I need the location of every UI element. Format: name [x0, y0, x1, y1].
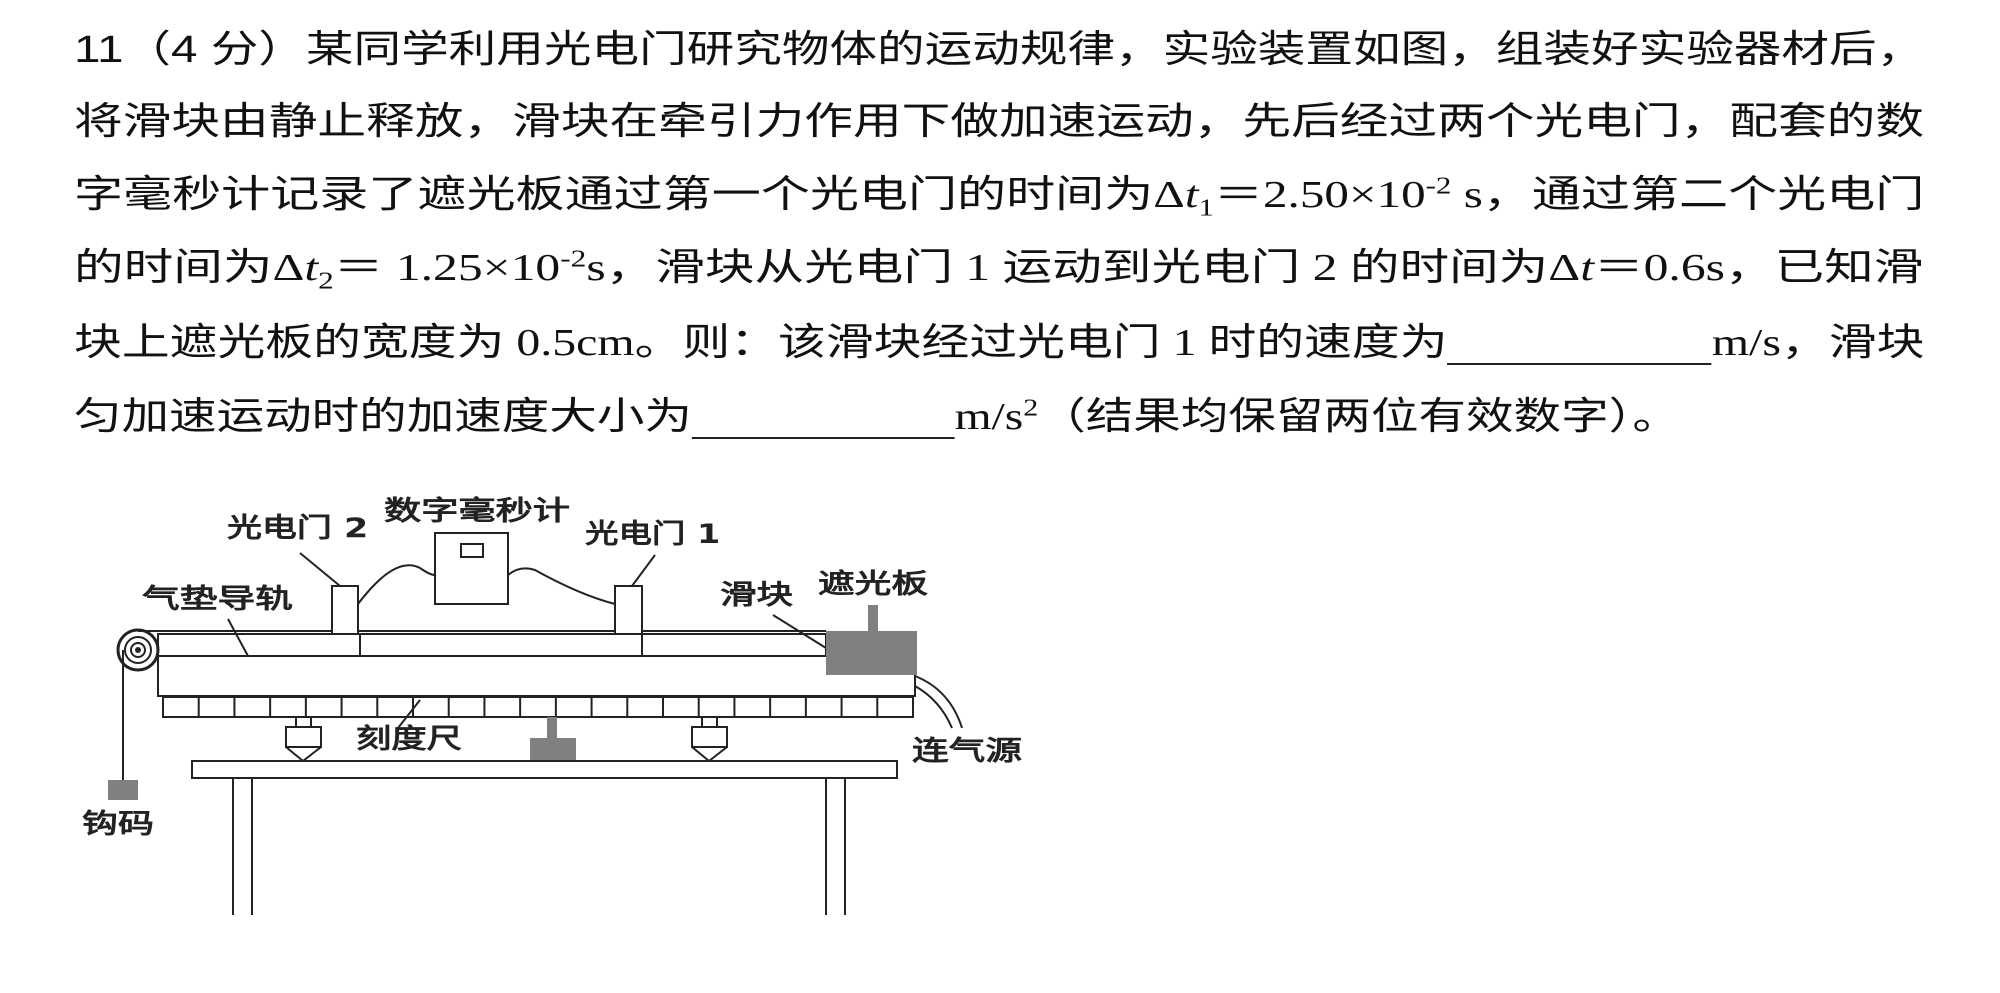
leader-line	[772, 614, 827, 649]
text: m/s	[954, 396, 1024, 438]
air-track-rail	[157, 633, 916, 697]
subscript: 2	[318, 268, 334, 295]
text: （结果均保留两位有效数字）。	[1038, 396, 1680, 438]
label-photogate-1: 光电门 1	[585, 519, 721, 550]
text: ＝0.6s，已知滑	[1593, 247, 1924, 289]
label-air-source: 连气源	[912, 736, 1022, 767]
center-support	[547, 717, 557, 738]
label-ruler: 刻度尺	[356, 724, 462, 755]
text: 字毫秒计记录了遮光板通过第一个光电门的时间为Δ	[74, 174, 1185, 216]
center-block	[530, 738, 576, 761]
scale-ruler	[162, 696, 914, 718]
superscript: 2	[1023, 395, 1039, 422]
text: s，滑块从光电门 1 运动到光电门 2 的时间为Δ	[586, 247, 1581, 289]
question-line-3: 字毫秒计记录了遮光板通过第一个光电门的时间为Δt1＝2.50×10-2 s，通过…	[74, 173, 1925, 221]
digital-timer	[434, 532, 509, 605]
answer-blank-velocity[interactable]	[1447, 327, 1712, 365]
question-line-6: 匀加速运动时的加速度大小为 m/s2（结果均保留两位有效数字）。	[74, 395, 1680, 439]
text: s，通过第二个光电门	[1451, 174, 1925, 216]
text: 块上遮光板的宽度为 0.5cm。则：该滑块经过光电门 1 时的速度为	[74, 322, 1448, 364]
leader-line	[299, 552, 341, 587]
answer-blank-acceleration[interactable]	[691, 401, 955, 439]
label-photogate-2: 光电门 2	[227, 513, 369, 544]
var-t: t	[1184, 174, 1199, 216]
text: m/s，滑块	[1711, 322, 1925, 364]
text: 匀加速运动时的加速度大小为	[74, 396, 692, 438]
superscript: -2	[1425, 173, 1452, 200]
var-t: t	[1580, 247, 1594, 289]
question-line-2: 将滑块由静止释放，滑块在牵引力作用下做加速运动，先后经过两个光电门，配套的数	[74, 100, 1924, 144]
question-line-1: 11（4 分）某同学利用光电门研究物体的运动规律，实验装置如图，组装好实验器材后…	[74, 28, 1924, 72]
text: 的时间为Δ	[74, 247, 305, 289]
slider-block	[826, 631, 917, 675]
question-number: 11（4 分）	[74, 29, 306, 71]
superscript: -2	[560, 246, 587, 273]
photogate-1	[614, 585, 643, 635]
air-hose	[914, 675, 963, 729]
label-air-track: 气垫导轨	[142, 584, 293, 615]
support-foot-right	[691, 716, 728, 763]
timer-display	[460, 543, 484, 558]
label-digital-timer: 数字毫秒计	[384, 496, 570, 527]
leader-line	[227, 618, 249, 657]
support-foot-left	[285, 716, 322, 763]
label-shading-plate: 遮光板	[818, 569, 928, 600]
hook-weight	[108, 780, 138, 800]
shading-plate	[868, 605, 878, 631]
wire	[357, 564, 436, 605]
question-line-5: 块上遮光板的宽度为 0.5cm。则：该滑块经过光电门 1 时的速度为 m/s，滑块	[74, 321, 1924, 365]
text: 将滑块由静止释放，滑块在牵引力作用下做加速运动，先后经过两个光电门，配套的数	[74, 101, 1925, 143]
table-top	[191, 760, 898, 779]
question-line-4: 的时间为Δt2＝ 1.25×10-2s，滑块从光电门 1 运动到光电门 2 的时…	[74, 246, 1924, 294]
leader-line	[397, 699, 421, 729]
label-slider: 滑块	[720, 580, 793, 611]
leader-line	[631, 554, 656, 587]
label-hook-weight: 钩码	[82, 809, 154, 840]
subscript: 1	[1198, 195, 1214, 222]
wire	[507, 567, 616, 605]
text: ＝2.50×10	[1213, 174, 1426, 216]
photogate-2	[331, 585, 359, 635]
text: ＝ 1.25×10	[333, 247, 561, 289]
var-t: t	[304, 247, 319, 289]
text: 某同学利用光电门研究物体的运动规律，实验装置如图，组装好实验器材后，	[305, 29, 1925, 71]
